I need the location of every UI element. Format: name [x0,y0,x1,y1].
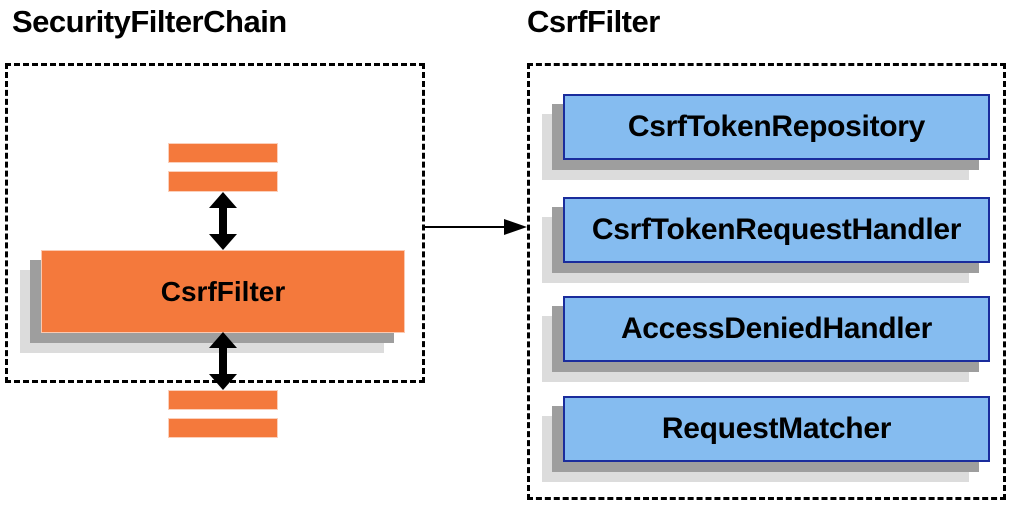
filter-placeholder-bar [168,171,278,192]
filter-placeholder-bar [168,418,278,438]
component-node-csrf-token-repository: CsrfTokenRepository [563,94,990,160]
csrf-filter-group: CsrfTokenRepository CsrfTokenRequestHand… [527,63,1006,500]
csrf-filter-node-label: CsrfFilter [160,275,286,307]
component-node-label: CsrfTokenRequestHandler [591,213,962,246]
arrow-right-icon [424,219,527,235]
component-node-request-matcher: RequestMatcher [563,396,990,462]
component-node-label: CsrfTokenRepository [627,110,926,143]
filter-placeholder-bar [168,390,278,410]
security-filter-chain-group: CsrfFilter [5,63,425,438]
right-panel-title: CsrfFilter [527,4,660,39]
component-node-label: RequestMatcher [661,412,892,445]
component-node-csrf-token-request-handler: CsrfTokenRequestHandler [563,197,990,263]
left-panel-title: SecurityFilterChain [12,4,287,39]
filter-placeholder-bar [168,143,278,163]
double-arrow-icon [209,332,237,390]
component-node-label: AccessDeniedHandler [620,312,933,345]
component-node-access-denied-handler: AccessDeniedHandler [563,296,990,362]
csrf-filter-node: CsrfFilter [41,250,405,333]
double-arrow-icon [209,192,237,250]
